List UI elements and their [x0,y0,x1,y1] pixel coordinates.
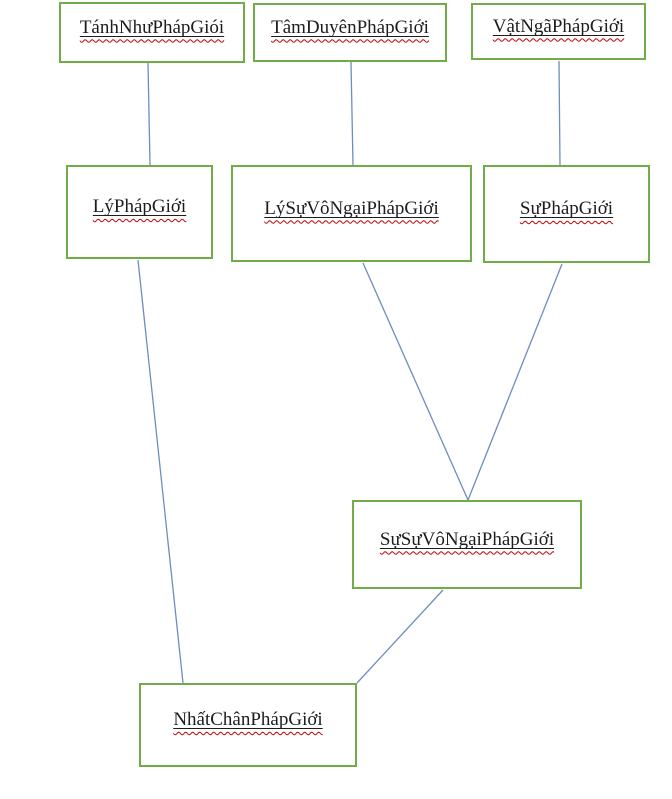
connector-tam-duyen-to-ly-su-vo-ngai [350,61,354,166]
node-label: LýSựVôNgạiPhápGiới [264,197,439,219]
node-label: SựPhápGiới [519,198,614,219]
node-label: VậtNgãPhápGiới [492,15,625,37]
node-label: TánhNhưPhápGiói [79,16,225,38]
node-su-phap-gioi[interactable]: SựPhápGiới [483,165,650,263]
connector-ly-to-nhat-chan [137,259,184,684]
node-tam-duyen-phap-gioi[interactable]: TâmDuyênPhápGiới [253,3,447,62]
node-ly-su-vo-ngai-phap-gioi[interactable]: LýSựVôNgạiPhápGiới [231,165,472,262]
node-label: NhấtChânPhápGiới [173,709,323,730]
connector-vat-nga-to-su [558,60,561,166]
node-nhat-chan-phap-gioi[interactable]: NhấtChânPhápGiới [139,683,357,767]
node-ly-phap-gioi[interactable]: LýPhápGiới [66,165,213,259]
node-vat-nga-phap-gioi[interactable]: VậtNgãPhápGiới [471,3,646,60]
connector-ly-su-vo-ngai-to-su-su-vo-ngai [362,262,469,501]
node-su-su-vo-ngai-phap-gioi[interactable]: SựSựVôNgạiPhápGiới [352,500,582,589]
node-tanh-nhu-phap-gioi[interactable]: TánhNhưPhápGiói [59,2,245,63]
connector-tanh-nhu-to-ly [147,62,151,166]
connector-su-su-vo-ngai-to-nhat-chan [356,589,444,684]
node-label: LýPhápGiới [92,196,187,217]
connector-su-to-su-su-vo-ngai [467,263,563,501]
node-label: TâmDuyênPhápGiới [271,16,429,38]
node-label: SựSựVôNgạiPhápGiới [379,528,555,550]
